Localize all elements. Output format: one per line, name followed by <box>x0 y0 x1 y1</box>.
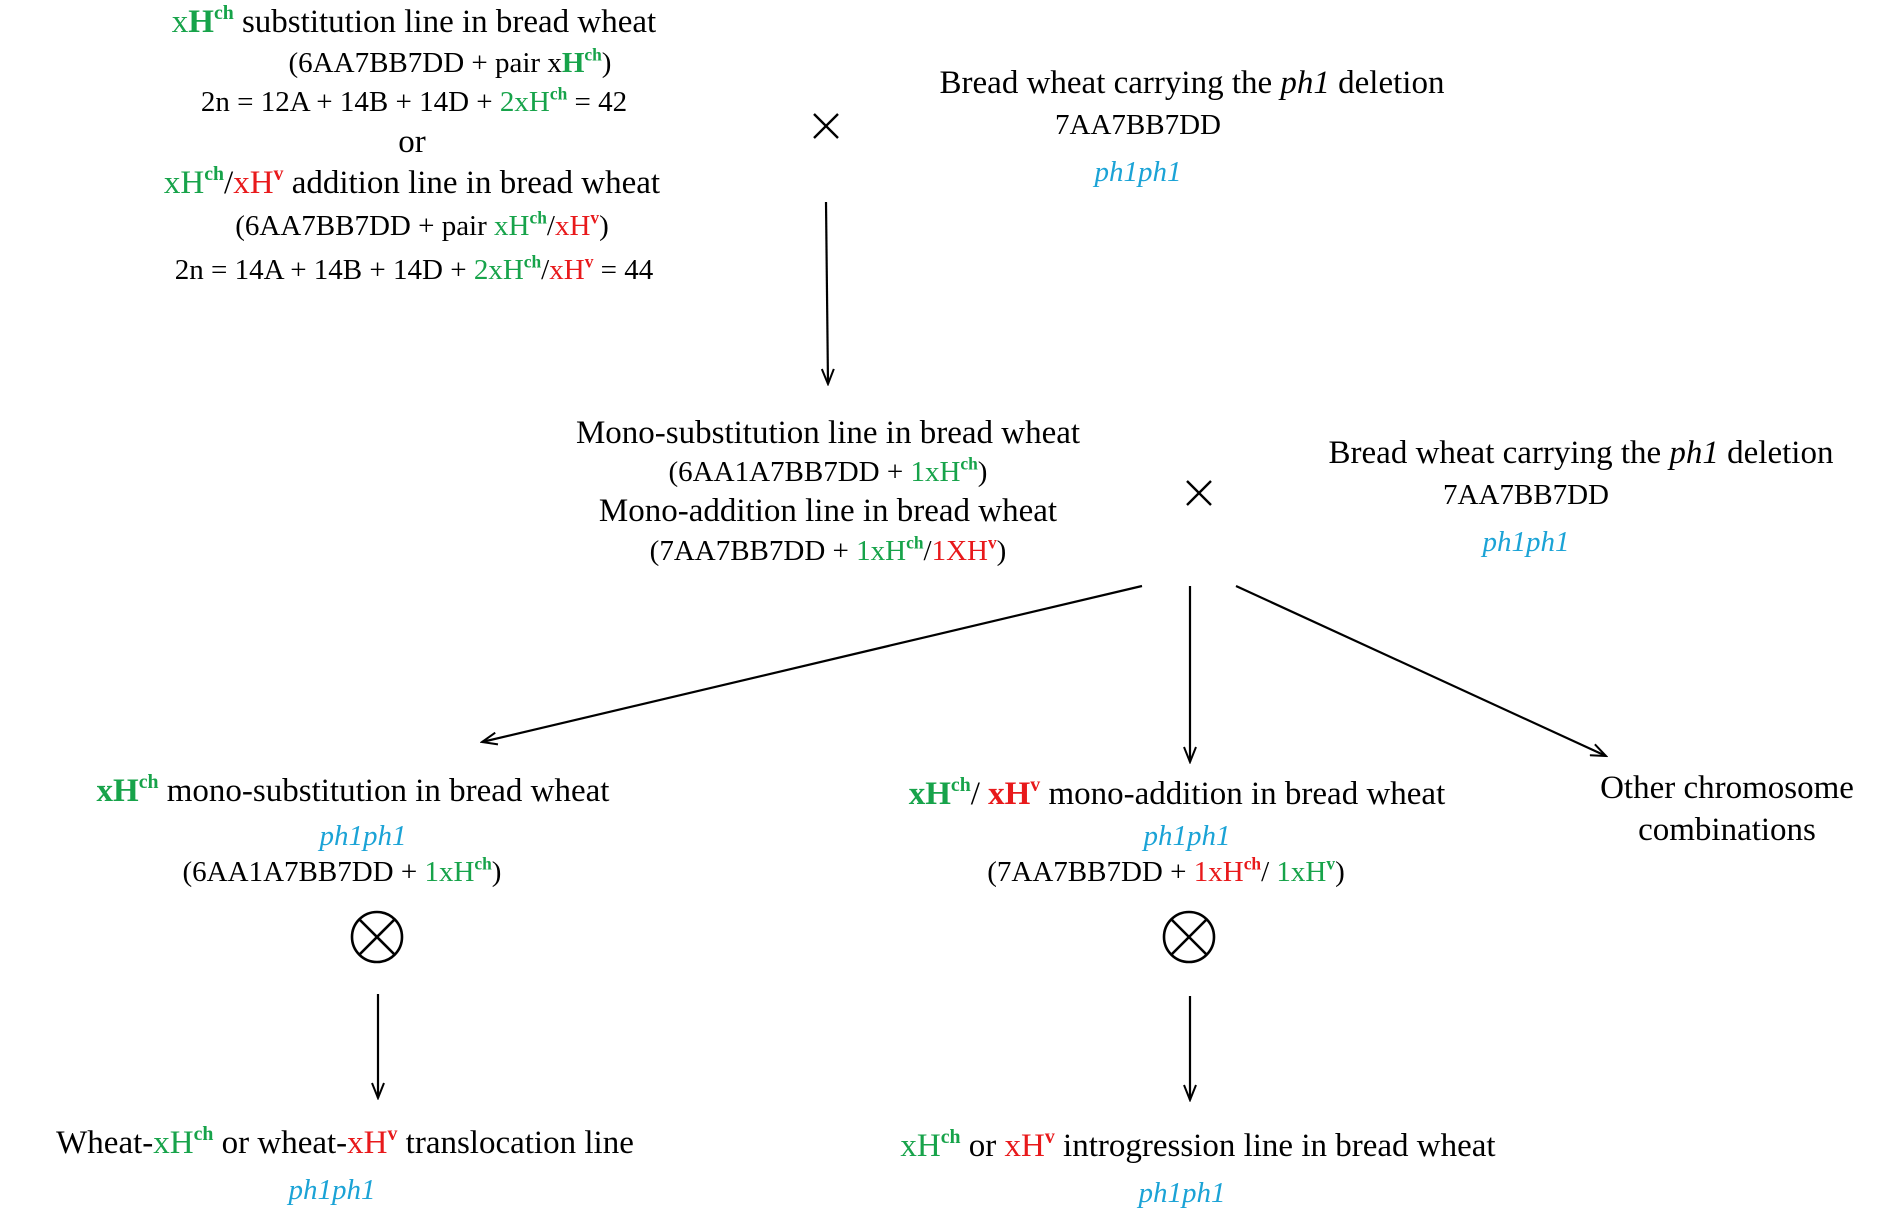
selfing-icon <box>1162 910 1216 964</box>
genotype-label: ph1ph1 <box>288 1174 376 1206</box>
substitution-line-formula: (6AA7BB7DD + pair xHch) <box>288 44 612 79</box>
genotype-label: ph1ph1 <box>319 820 407 852</box>
mono-addition-ph1-formula: (7AA7BB7DD + 1xHch/ 1xHv) <box>987 853 1345 888</box>
or-label: or <box>398 124 426 160</box>
addition-line-formula: (6AA7BB7DD + pair xHch/xHv) <box>235 207 609 242</box>
ph1-parent-genotype: ph1ph1 <box>1482 526 1570 558</box>
mono-addition-formula: (7AA7BB7DD + 1xHch/1XHv) <box>649 532 1007 567</box>
ph1-parent-genome: 7AA7BB7DD <box>1443 479 1609 511</box>
introgression-line-title: xHch or xHv introgression line in bread … <box>900 1126 1496 1164</box>
ph1-parent-genotype: ph1ph1 <box>1094 156 1182 188</box>
cross-icon <box>813 113 839 139</box>
addition-line-title: xHch/xHv addition line in bread wheat <box>163 163 661 201</box>
translocation-line-title: Wheat-xHch or wheat-xHv translocation li… <box>56 1123 634 1161</box>
genotype-label: ph1ph1 <box>1138 1177 1226 1209</box>
ph1-parent-title: Bread wheat carrying the ph1 deletion <box>939 65 1445 101</box>
genotype-label: ph1ph1 <box>1143 820 1231 852</box>
mono-substitution-title: Mono-substitution line in bread wheat <box>575 415 1081 451</box>
mono-substitution-ph1-formula: (6AA1A7BB7DD + 1xHch) <box>182 853 502 888</box>
other-combinations-line-2: combinations <box>1638 812 1816 848</box>
mono-addition-title: Mono-addition line in bread wheat <box>598 493 1058 529</box>
addition-chromosome-count: 2n = 14A + 14B + 14D + 2xHch/xHv = 44 <box>174 251 654 286</box>
cross-icon <box>1186 480 1212 506</box>
mono-substitution-formula: (6AA1A7BB7DD + 1xHch) <box>668 453 988 488</box>
arrow-to-other-combinations <box>1235 585 1606 756</box>
substitution-chromosome-count: 2n = 12A + 14B + 14D + 2xHch = 42 <box>200 83 628 118</box>
other-combinations-line-1: Other chromosome <box>1600 770 1854 806</box>
arrow-to-mono-line <box>826 201 828 384</box>
mono-addition-ph1-title: xHch/ xHv mono-addition in bread wheat <box>908 774 1446 812</box>
ph1-parent-title: Bread wheat carrying the ph1 deletion <box>1328 435 1834 471</box>
arrow-to-mono-substitution <box>482 584 1143 742</box>
selfing-icon <box>350 910 404 964</box>
mono-substitution-ph1-title: xHch mono-substitution in bread wheat <box>96 771 610 809</box>
substitution-line-title: xHch substitution line in bread wheat <box>171 2 657 40</box>
ph1-parent-genome: 7AA7BB7DD <box>1055 109 1221 141</box>
